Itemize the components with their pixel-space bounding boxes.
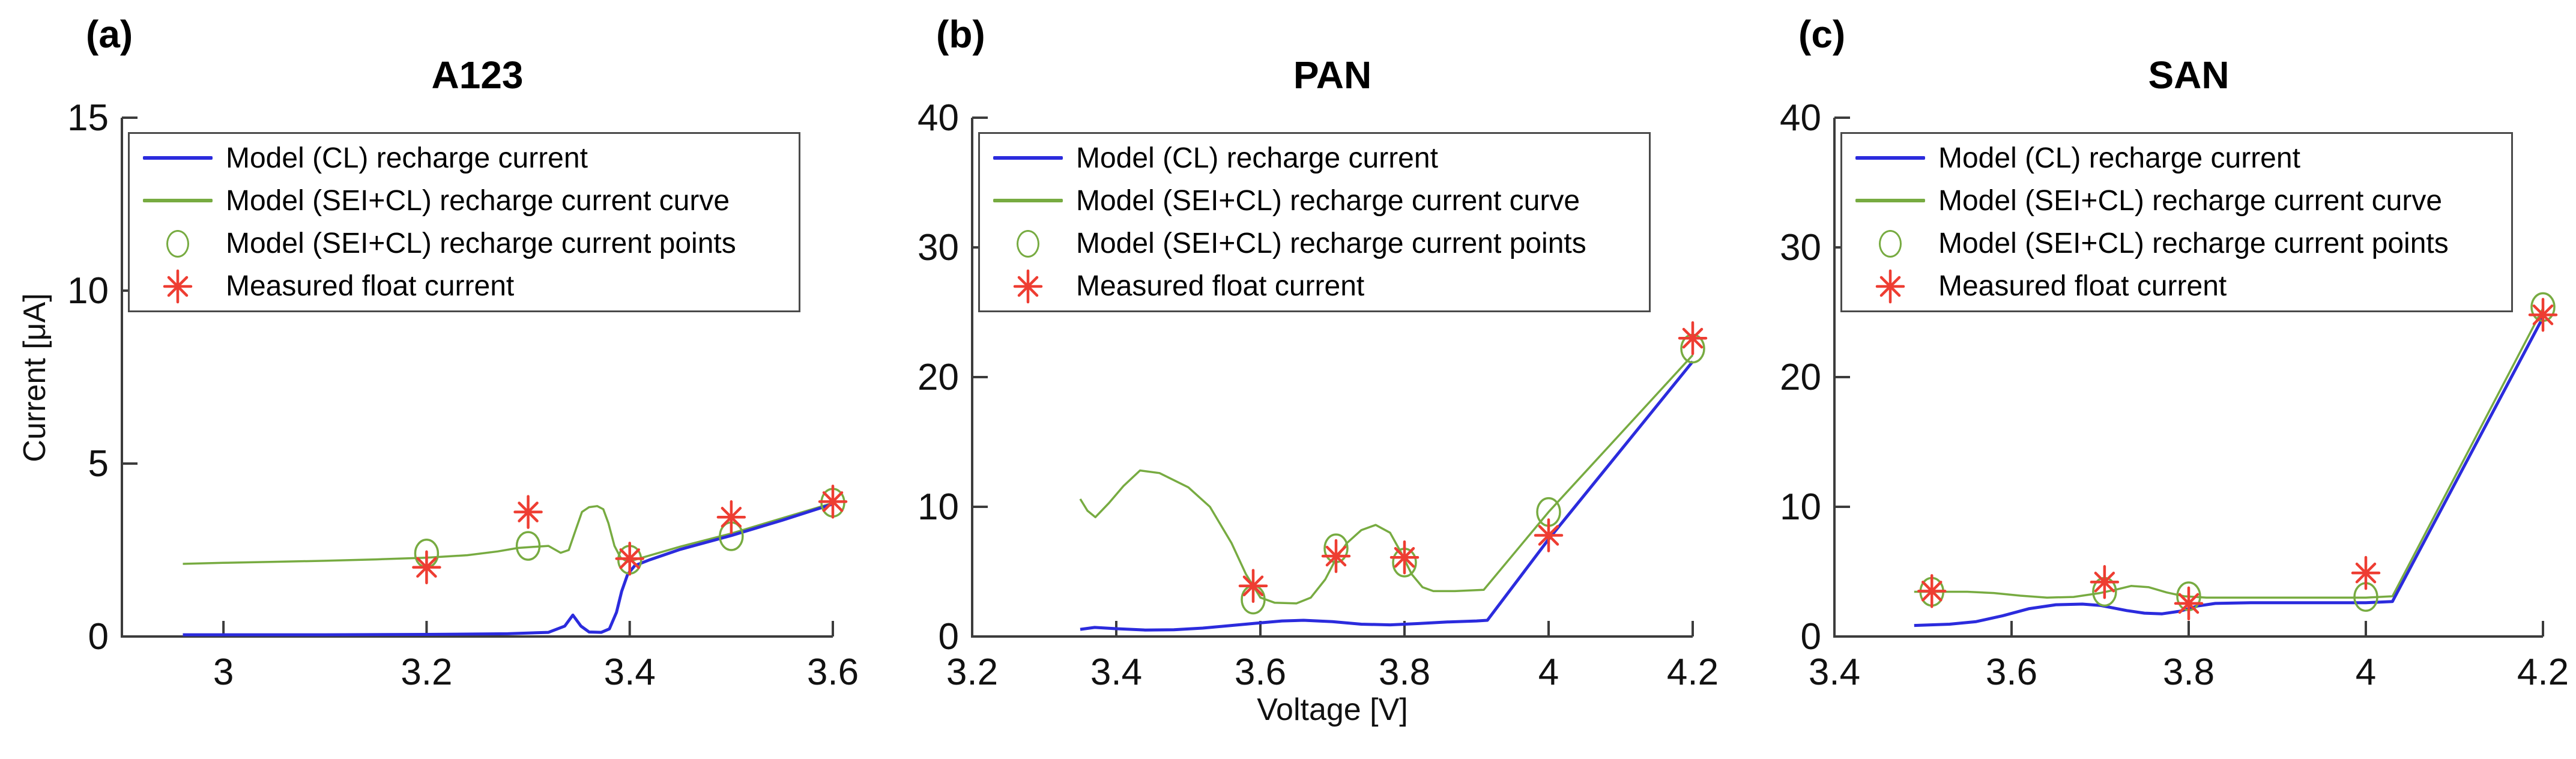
- y-tick-label: 5: [88, 443, 109, 485]
- measured-float-marker: [513, 495, 543, 529]
- y-tick-label: 0: [1801, 616, 1821, 658]
- y-tick-label: 20: [918, 357, 959, 398]
- x-tick-label: 4: [2356, 652, 2376, 693]
- y-tick-label: 30: [918, 227, 959, 268]
- x-tick-label: 4.2: [2517, 652, 2569, 693]
- measured-float-marker: [818, 485, 848, 519]
- measured-float-marker: [1389, 540, 1420, 575]
- x-tick-label: 3.6: [1235, 652, 1286, 693]
- x-tick-label: 3: [213, 652, 234, 693]
- y-tick-label: 10: [1780, 486, 1821, 528]
- series-model-cl-recharge-current: [183, 503, 833, 637]
- x-tick-label: 3.2: [401, 652, 452, 693]
- measured-float-marker: [2351, 555, 2381, 590]
- y-tick-label: 10: [67, 270, 109, 312]
- x-tick-label: 3.8: [2163, 652, 2215, 693]
- sei-cl-point-marker: [515, 531, 541, 561]
- measured-float-marker: [1238, 569, 1268, 603]
- measured-float-marker: [412, 550, 441, 585]
- measured-float-marker: [2528, 298, 2558, 332]
- x-tick-label: 3.4: [1809, 652, 1860, 693]
- y-tick-label: 0: [939, 616, 959, 658]
- y-tick-label: 15: [67, 97, 109, 139]
- x-tick-label: 4.2: [1667, 652, 1719, 693]
- measured-float-marker: [1678, 321, 1708, 355]
- x-tick-label: 3.6: [807, 652, 859, 693]
- x-tick-label: 4: [1538, 652, 1559, 693]
- panel-c: 3.4 3.6 3.8 4 4.2 0 10 20 30 40: [1780, 97, 2569, 693]
- measured-float-marker: [1321, 539, 1351, 573]
- y-tick-label: 0: [88, 616, 109, 658]
- series-model-sei-cl-recharge-current-curve: [1914, 307, 2544, 599]
- panel-a: 3 3.2 3.4 3.6 0 5 10 15: [67, 97, 859, 693]
- y-tick-label: 30: [1780, 227, 1821, 268]
- x-tick-label: 3.6: [1986, 652, 2037, 693]
- series-model-cl-recharge-current: [1914, 316, 2545, 627]
- measured-float-marker: [2090, 565, 2120, 599]
- y-tick-label: 20: [1780, 357, 1821, 398]
- x-tick-label: 3.8: [1379, 652, 1430, 693]
- measured-float-marker: [615, 542, 644, 576]
- measured-float-marker: [1917, 574, 1947, 608]
- y-tick-label: 40: [918, 97, 959, 139]
- x-tick-label: 3.4: [1090, 652, 1142, 693]
- measured-float-marker: [1534, 518, 1564, 552]
- series-model-cl-recharge-current: [1080, 360, 1694, 632]
- y-tick-label: 10: [918, 486, 959, 528]
- measured-float-marker: [2174, 586, 2204, 621]
- series-model-sei-cl-recharge-current-curve: [1079, 354, 1694, 605]
- x-tick-label: 3.4: [604, 652, 656, 693]
- panel-b: 3.2 3.4 3.6 3.8 4 4.2 0 10 20 30 40: [918, 97, 1719, 693]
- measured-float-marker: [716, 500, 746, 534]
- x-tick-label: 3.2: [946, 652, 998, 693]
- y-tick-label: 40: [1780, 97, 1821, 139]
